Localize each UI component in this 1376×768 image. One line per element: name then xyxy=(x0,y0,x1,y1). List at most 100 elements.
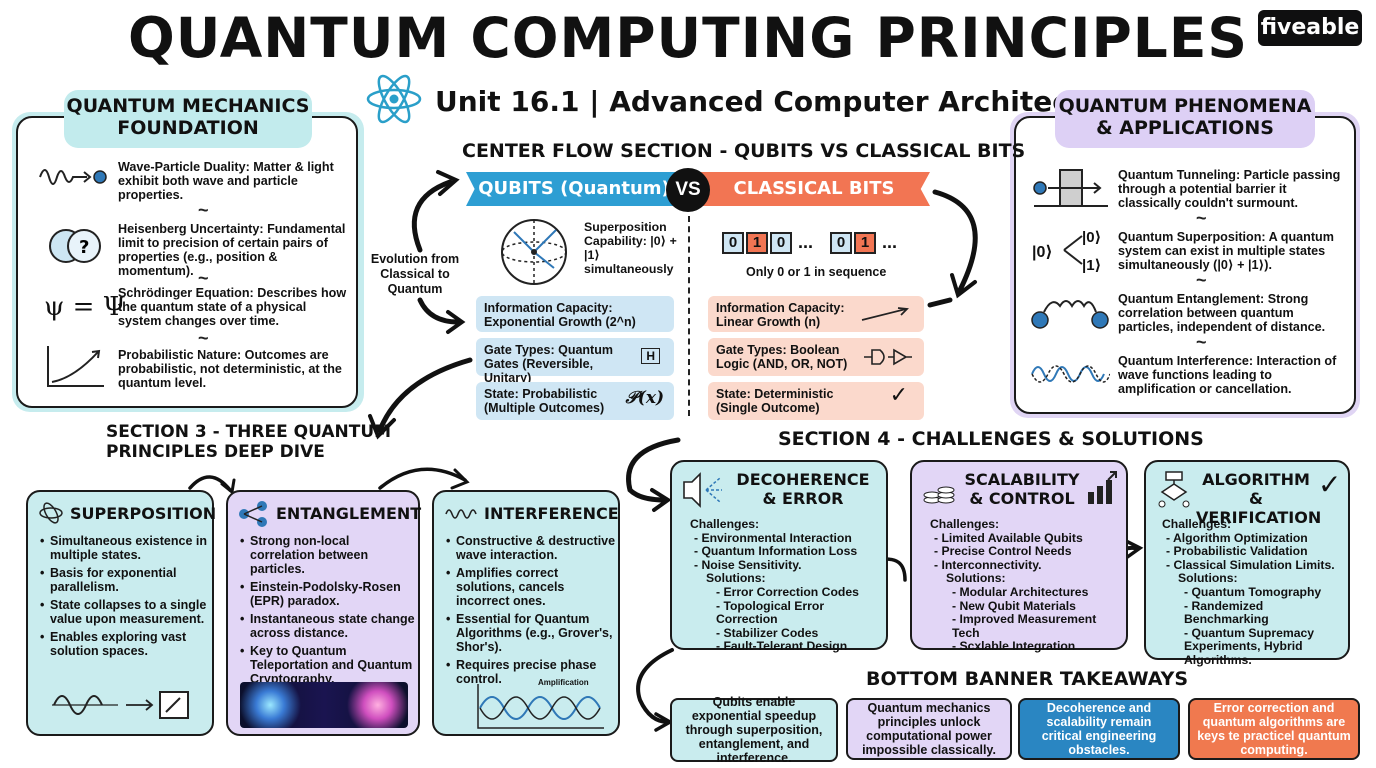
solution-item: - Error Correction Codes xyxy=(716,584,859,599)
foundation-title: QUANTUM MECHANICS FOUNDATION xyxy=(64,90,312,148)
bullet-item: Essential for Quantum Algorithms (e.g., … xyxy=(446,612,618,654)
entangled-particles-image xyxy=(240,682,408,728)
logic-gate-icon xyxy=(864,348,912,366)
qubit-state-text: State: Probabilistic (Multiple Outcomes) xyxy=(484,387,605,415)
algorithm-title: ALGORITHM & VERIFICATION xyxy=(1196,470,1322,527)
uncertainty-icon: ? xyxy=(49,229,101,263)
page-subtitle: Unit 16.1 | Advanced Computer Architectu… xyxy=(435,84,1135,118)
qubit-capacity-row: Information Capacity: Exponential Growth… xyxy=(476,296,674,332)
bit-cell: 0 xyxy=(722,232,744,254)
phenomena-item-1: Quantum Tunneling: Particle passing thro… xyxy=(1118,168,1341,210)
decoherence-card: DECOHERENCE & ERROR Challenges: - Enviro… xyxy=(670,460,888,653)
qubit-state-row: State: Probabilistic (Multiple Outcomes)… xyxy=(476,382,674,420)
probability-graph-icon xyxy=(47,346,104,387)
bits-caption: Only 0 or 1 in sequence xyxy=(746,265,887,279)
bullet-item: Enables exploring vast solution spaces. xyxy=(40,630,210,658)
solution-item: - Randemized Benchmarking xyxy=(1184,598,1269,627)
brand-logo: fiveable xyxy=(1258,10,1362,46)
algorithm-list: Challenges: - Algorithm Optimization - P… xyxy=(1162,517,1348,668)
bullet-item: Basis for exponential parallelism. xyxy=(40,566,210,594)
subtitle-row: Unit 16.1 | Advanced Computer Architectu… xyxy=(365,74,1135,129)
qubits-banner: QUBITS (Quantum) xyxy=(466,172,682,206)
entanglement-title: ENTANGLEMENT xyxy=(276,504,422,523)
vs-badge: VS xyxy=(666,168,710,212)
challenge-item: - Probabilistic Validation xyxy=(1166,544,1308,559)
coins-stack-icon xyxy=(923,486,955,504)
takeaway-3: Decoherence and scalability remain criti… xyxy=(1018,698,1180,760)
phenomena-item-3: Quantum Entanglement: Strong correlation… xyxy=(1118,292,1326,334)
solution-item: - New Qubit Materials xyxy=(952,598,1076,613)
takeaway-1: Qubits enable exponential speedup throug… xyxy=(670,695,838,765)
separator-squiggle: ~ xyxy=(1196,208,1207,228)
decoherence-title: DECOHERENCE & ERROR xyxy=(736,470,870,508)
solution-item: - Modular Architectures xyxy=(952,584,1089,599)
challenges-label: Challenges: xyxy=(1162,517,1232,531)
decoherence-list: Challenges: - Environmental Interaction … xyxy=(690,517,886,654)
solution-item: - Fault-Telerant Design xyxy=(716,639,848,654)
verified-check-icon: ✓ xyxy=(1318,469,1342,500)
entanglement-card: ENTANGLEMENT Strong non-local correlatio… xyxy=(226,490,422,736)
waveform-icon xyxy=(445,509,477,519)
probability-function-icon: 𝒫(x) xyxy=(625,388,664,408)
phenomena-item-4: Quantum Interference: Interaction of wav… xyxy=(1118,354,1337,396)
challenge-item: - Algorithm Optimization xyxy=(1166,530,1308,545)
solution-item: - Quantum Tomography xyxy=(1184,584,1322,599)
signal-dispersion-icon xyxy=(683,472,722,508)
takeaway-4: Error correction and quantum algorithms … xyxy=(1188,698,1360,760)
classical-capacity-row: Information Capacity: Linear Growth (n) xyxy=(708,296,924,332)
entanglement-bullets: Strong non-local correlation between par… xyxy=(240,534,416,690)
challenge-item: - Noise Sensitivity. xyxy=(694,557,802,572)
solution-item: - Scxlable Integration xyxy=(952,639,1076,654)
solution-item: - Improved Measurement Tech xyxy=(952,612,1097,640)
interference-graph-icon xyxy=(477,684,604,729)
bullet-item: Strong non-local correlation between par… xyxy=(240,534,416,576)
classical-gates-text: Gate Types: Boolean Logic (AND, OR, NOT) xyxy=(716,343,848,371)
separator-squiggle: ~ xyxy=(198,200,209,220)
solutions-label: Solutions: xyxy=(946,571,1006,586)
classical-gates-row: Gate Types: Boolean Logic (AND, OR, NOT) xyxy=(708,338,924,376)
bit-cell: 0 xyxy=(770,232,792,254)
solutions-label: Solutions: xyxy=(1178,571,1238,586)
algorithm-card: ALGORITHM & VERIFICATION ✓ Challenges: -… xyxy=(1144,460,1350,667)
section4-heading: SECTION 4 - CHALLENGES & SOLUTIONS xyxy=(778,428,1204,450)
bullet-item: Simultaneous existence in multiple state… xyxy=(40,534,210,562)
foundation-panel: ? ψ = Ψ Wave-Particle Duality: Matter & … xyxy=(16,116,358,408)
orbit-icon xyxy=(39,502,63,524)
challenge-item: - Classical Simulation Limits. xyxy=(1166,557,1335,572)
atom-icon xyxy=(365,74,423,129)
qubit-gates-row: Gate Types: Quantum Gates (Reversible, U… xyxy=(476,338,674,385)
classical-bits-banner: CLASSICAL BITS xyxy=(698,172,930,206)
challenge-item: - Interconnectivity. xyxy=(934,557,1042,572)
section3-heading: SECTION 3 - THREE QUANTUM PRINCIPLES DEE… xyxy=(106,422,392,462)
classical-capacity-text: Information Capacity: Linear Growth (n) xyxy=(716,301,845,329)
hadamard-gate-icon: H xyxy=(641,348,660,364)
bullet-item: Amplifies correct solutions, cancels inc… xyxy=(446,566,618,608)
solution-item: - Stabilizer Codes xyxy=(716,625,819,640)
classical-state-row: State: Deterministic (Single Outcome) ✓ xyxy=(708,382,924,420)
bullet-item: Einstein-Podolsky-Rosen (EPR) paradox. xyxy=(240,580,416,608)
bullet-item: Requires precise phase control. xyxy=(446,658,618,686)
challenges-label: Challenges: xyxy=(930,517,1000,531)
entanglement-icon xyxy=(1031,300,1109,329)
separator-squiggle: ~ xyxy=(1196,332,1207,352)
qubit-gates-text: Gate Types: Quantum Gates (Reversible, U… xyxy=(484,343,613,385)
scalability-title: SCALABILITY & CONTROL xyxy=(964,470,1080,508)
bullet-item: State collapses to a single value upon m… xyxy=(40,598,210,626)
interference-card: INTERFERENCE Constructive & destructive … xyxy=(432,490,620,736)
bit-cell: 0 xyxy=(830,232,852,254)
amplification-label: Amplification xyxy=(538,678,589,687)
bloch-sphere-icon xyxy=(501,219,567,285)
psi-equation-icon: ψ = Ψ xyxy=(44,292,126,322)
superposition-bullets: Simultaneous existence in multiple state… xyxy=(40,534,210,662)
phenomena-title: QUANTUM PHENOMENA & APPLICATIONS xyxy=(1055,90,1315,148)
bullet-item: Constructive & destructive wave interact… xyxy=(446,534,618,562)
evolution-label: Evolution from Classical to Quantum xyxy=(370,252,460,296)
solution-item: - Topological Error Correction xyxy=(716,598,825,627)
center-flow-heading: CENTER FLOW SECTION - QUBITS VS CLASSICA… xyxy=(462,140,1026,162)
superposition-branch-icon xyxy=(1063,235,1083,265)
ket-zero-label: |0⟩ xyxy=(1082,229,1102,246)
flowchart-icon xyxy=(1158,471,1190,508)
foundation-item-1: Wave-Particle Duality: Matter & light ex… xyxy=(118,160,334,202)
foundation-item-4: Probabilistic Nature: Outcomes are proba… xyxy=(118,348,342,390)
interference-title: INTERFERENCE xyxy=(484,504,619,523)
